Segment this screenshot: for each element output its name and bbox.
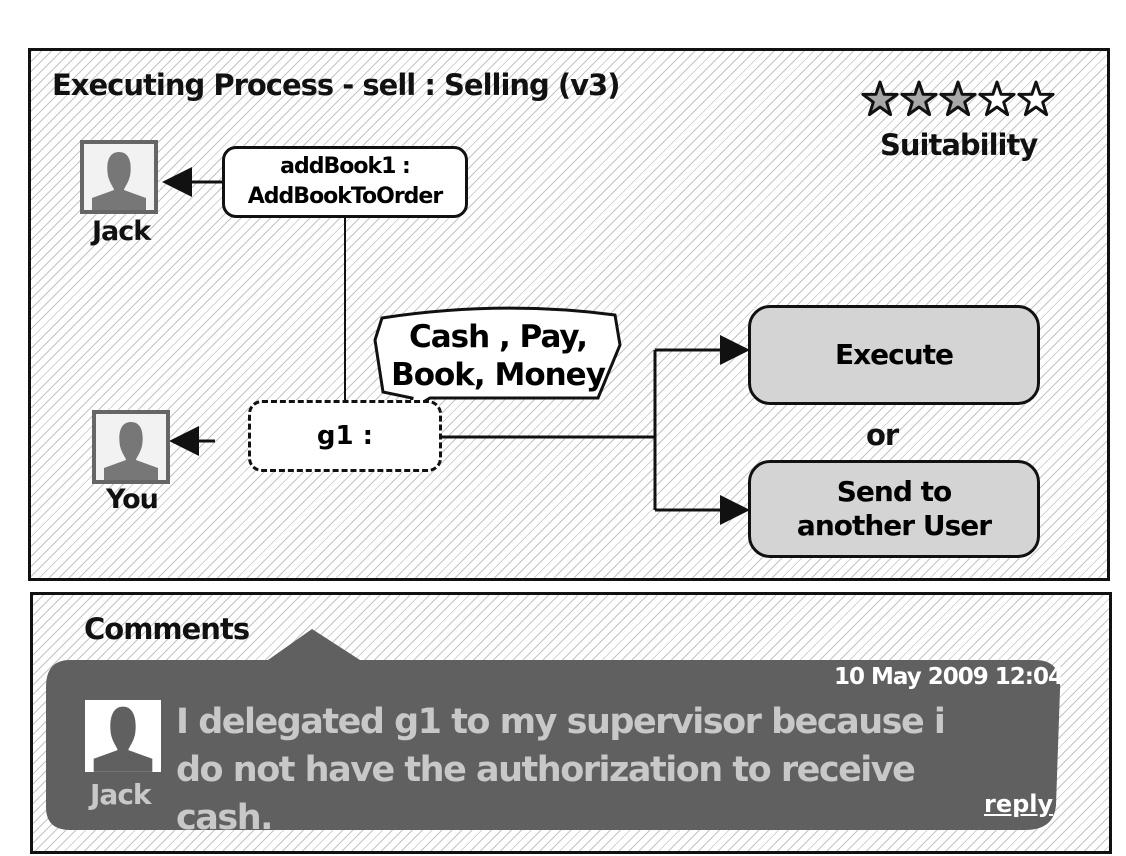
send-label: Send to (836, 475, 953, 508)
goal-box[interactable]: g1 : (248, 400, 442, 472)
task-name: addBook1 : (280, 154, 411, 179)
star-empty-icon[interactable] (1017, 80, 1055, 117)
send-to-user-button[interactable]: Send to another User (748, 460, 1040, 558)
suitability-rating[interactable] (860, 78, 1060, 120)
reply-link[interactable]: reply (984, 790, 1054, 818)
star-filled-icon[interactable] (939, 80, 977, 117)
execute-label: Execute (834, 338, 954, 371)
star-empty-icon[interactable] (978, 80, 1016, 117)
star-filled-icon[interactable] (861, 80, 899, 117)
bubble-line: Book, Money (391, 357, 606, 393)
you-avatar (92, 410, 170, 484)
send-label: another User (796, 509, 992, 542)
user-silhouette-icon (104, 422, 158, 480)
jack-label: Jack (92, 216, 151, 247)
comment-bubble (45, 629, 1061, 830)
or-label: or (866, 418, 899, 452)
bubble-text: Cash , Pay, Book, Money (378, 318, 618, 394)
comment-author: Jack (90, 778, 152, 811)
user-silhouette-icon (92, 152, 146, 210)
comment-text: I delegated g1 to my supervisor because … (176, 702, 946, 838)
comment-timestamp: 10 May 2009 12:04 (834, 664, 1064, 690)
comment-author-avatar (85, 700, 161, 772)
star-filled-icon[interactable] (900, 80, 938, 117)
suitability-label: Suitability (880, 128, 1038, 162)
jack-avatar (80, 140, 158, 214)
bubble-line: Cash , Pay, (409, 319, 588, 355)
task-box[interactable]: addBook1 : AddBookToOrder (222, 146, 468, 218)
execute-button[interactable]: Execute (748, 305, 1040, 405)
goal-name: g1 : (316, 421, 374, 451)
comments-title: Comments (84, 612, 250, 646)
task-type: AddBookToOrder (247, 184, 443, 209)
user-silhouette-icon (93, 706, 153, 772)
page-title: Executing Process - sell : Selling (v3) (52, 68, 620, 102)
you-label: You (106, 484, 159, 515)
diagram-connectors (162, 167, 750, 525)
